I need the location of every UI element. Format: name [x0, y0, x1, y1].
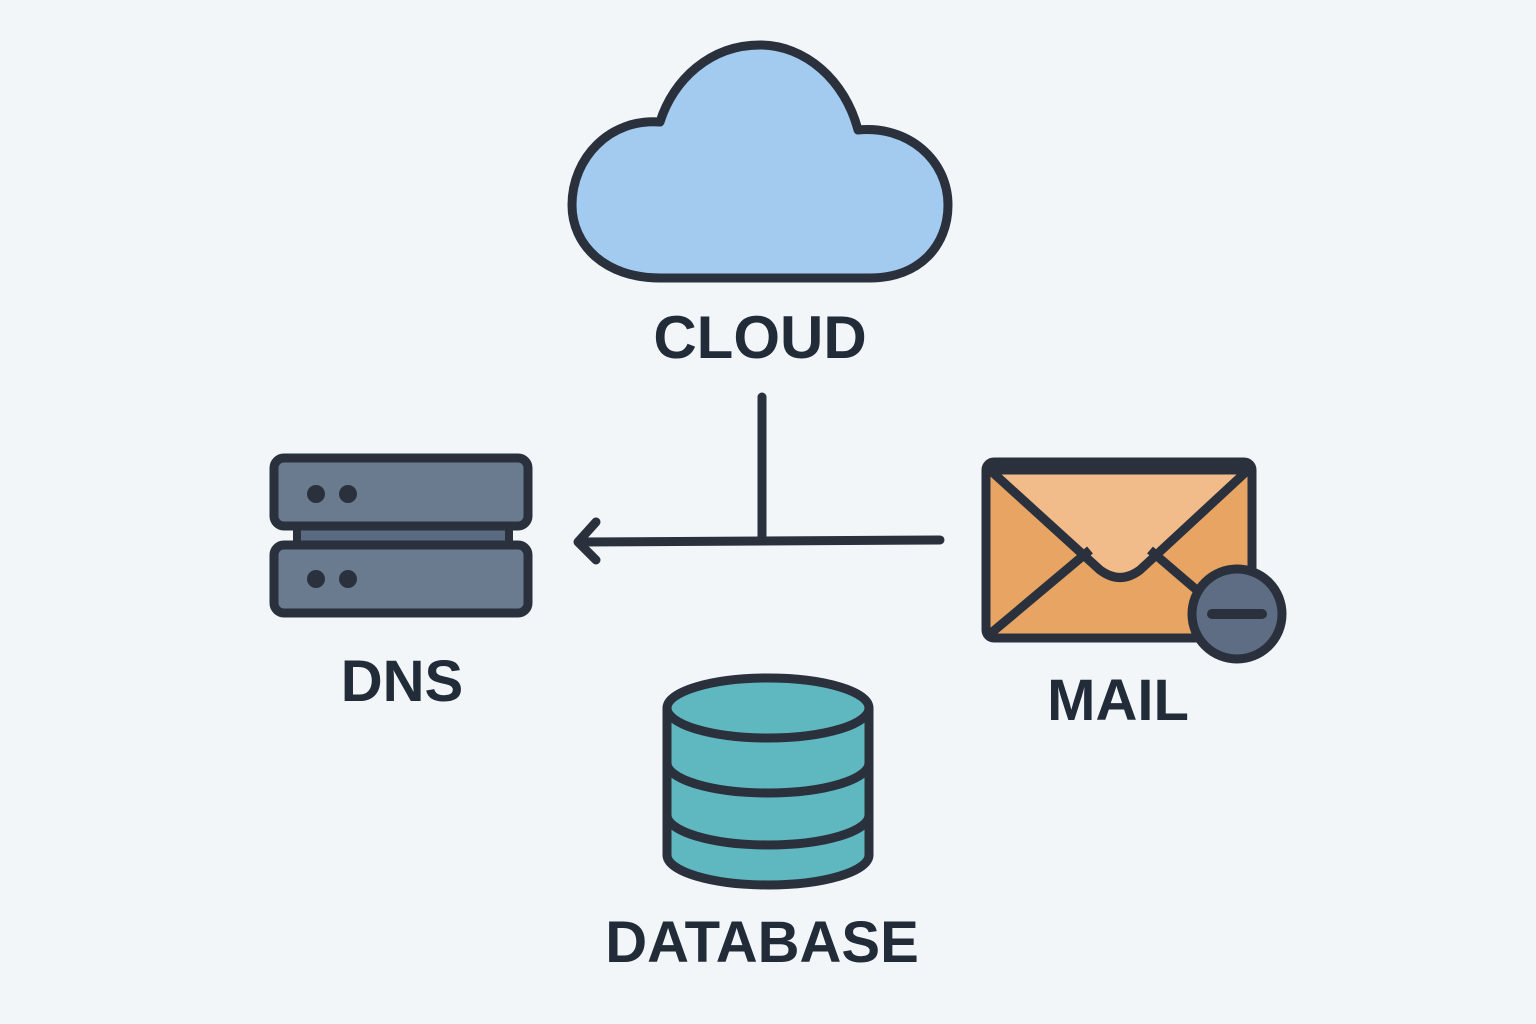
arrowhead-icon — [573, 517, 601, 565]
server-unit-bottom — [269, 540, 533, 618]
database-label: DATABASE — [605, 910, 919, 975]
database-band — [662, 762, 874, 798]
database-icon — [662, 673, 874, 890]
dns-node: DNS — [269, 453, 533, 714]
mail-label: MAIL — [1047, 668, 1189, 733]
server-led — [307, 570, 325, 588]
database-band — [662, 814, 874, 850]
server-led — [307, 485, 325, 503]
connectors — [573, 392, 945, 565]
server-icon — [269, 453, 533, 618]
database-top — [662, 673, 874, 743]
mail-to-dns-line — [575, 535, 945, 547]
server-unit-top — [269, 453, 533, 531]
minus-badge-icon — [1187, 564, 1287, 664]
mail-node: MAIL — [981, 457, 1287, 733]
dns-label: DNS — [341, 649, 463, 714]
cloud-node: CLOUD — [567, 40, 953, 371]
database-node: DATABASE — [605, 673, 919, 975]
cloud-label: CLOUD — [653, 304, 866, 371]
server-led — [339, 570, 357, 588]
cloud-icon — [567, 40, 953, 283]
server-led — [339, 485, 357, 503]
envelope-flap — [985, 465, 1253, 582]
